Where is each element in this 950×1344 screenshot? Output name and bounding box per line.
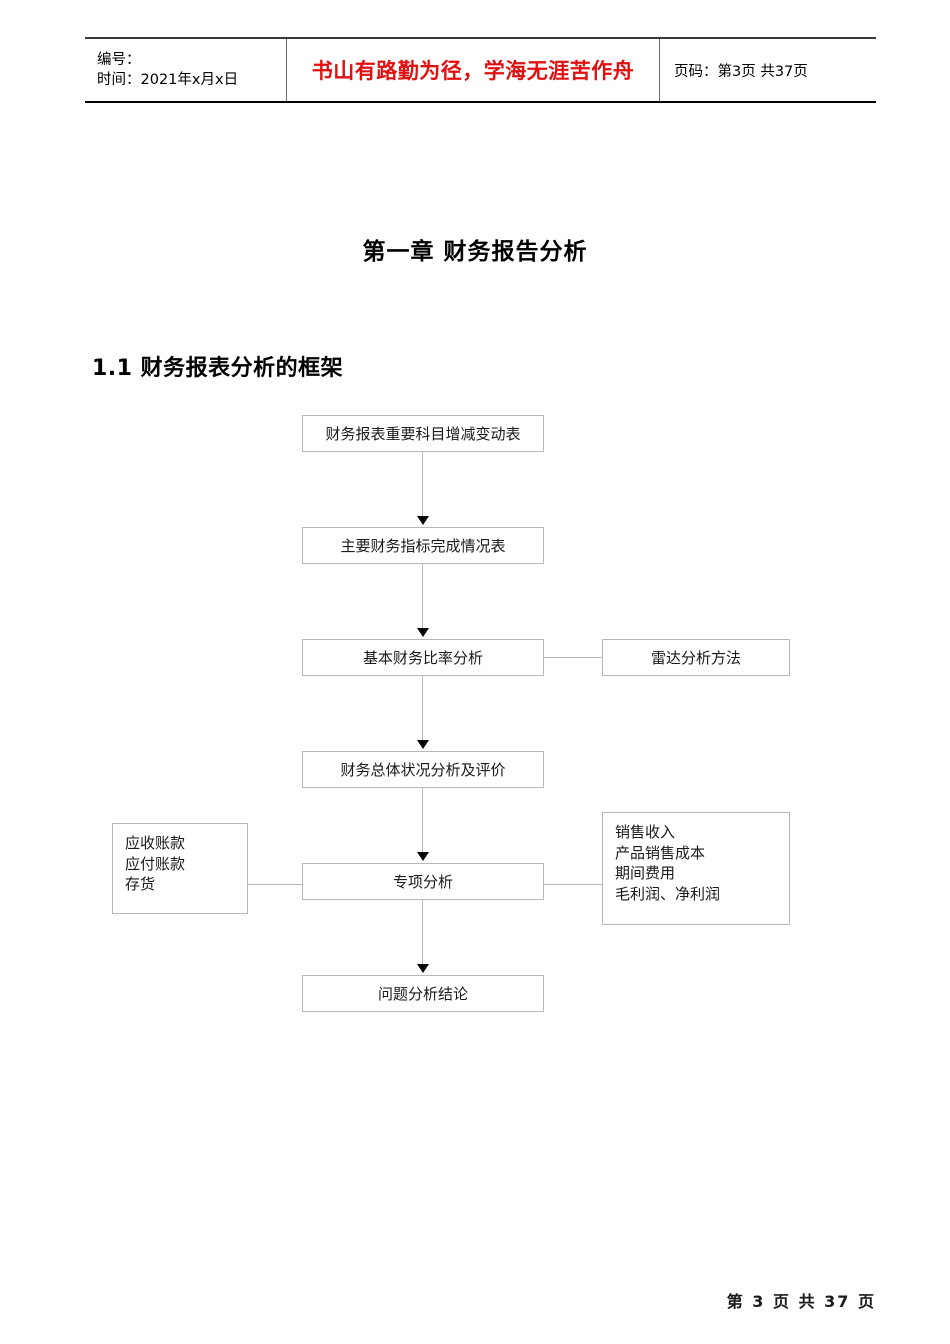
header-motto-text: 书山有路勤为径，学海无涯苦作舟 (311, 58, 635, 83)
list-item: 产品销售成本 (615, 843, 706, 862)
list-item: 应收账款 (125, 834, 186, 852)
flow-node-kpi-table: 主要财务指标完成情况表 (302, 527, 544, 564)
flow-node-conclusion: 问题分析结论 (302, 975, 544, 1012)
header-cell-code-time: 编号： 时间：2021年x月x日 (85, 39, 287, 101)
connector-overall-to-special (422, 788, 423, 854)
flow-node-radar-method: 雷达分析方法 (602, 639, 790, 676)
header-page-indicator: 页码：第3页 共37页 (674, 63, 808, 80)
flow-node-overall-evaluation: 财务总体状况分析及评价 (302, 751, 544, 788)
flow-node-ratio-analysis: 基本财务比率分析 (302, 639, 544, 676)
connector-ratio-to-radar (544, 657, 602, 658)
arrow-down-icon (417, 740, 429, 749)
connector-ratio-to-overall (422, 676, 423, 742)
page-footer: 第 3 页 共 37 页 (726, 1292, 876, 1311)
flow-node-special-analysis: 专项分析 (302, 863, 544, 900)
list-item: 销售收入 (615, 823, 676, 841)
list-item: 毛利润、净利润 (615, 884, 721, 903)
list-item: 期间费用 (615, 864, 676, 882)
flow-node-left-items: 应收账款 应付账款 存货 (112, 823, 248, 914)
list-item: 存货 (125, 875, 156, 893)
chapter-title: 第一章 财务报告分析 (362, 239, 588, 265)
header-time-label: 时间：2021年x月x日 (97, 72, 239, 88)
arrow-down-icon (417, 628, 429, 637)
header-cell-page-number: 页码：第3页 共37页 (660, 39, 876, 101)
connector-special-to-conclusion (422, 900, 423, 966)
arrow-down-icon (417, 516, 429, 525)
connector-left-items-to-special (248, 884, 302, 885)
connector-kpi-to-ratio (422, 564, 423, 630)
connector-special-to-right-items (544, 884, 602, 885)
flow-node-change-table: 财务报表重要科目增减变动表 (302, 415, 544, 452)
arrow-down-icon (417, 852, 429, 861)
list-item: 应付账款 (125, 854, 186, 873)
flow-node-right-items: 销售收入 产品销售成本 期间费用 毛利润、净利润 (602, 812, 790, 925)
page-header-table: 编号： 时间：2021年x月x日 书山有路勤为径，学海无涯苦作舟 页码：第3页 … (85, 37, 876, 103)
connector-change-to-kpi (422, 452, 423, 518)
header-cell-motto: 书山有路勤为径，学海无涯苦作舟 (287, 39, 660, 101)
header-code-label: 编号： (97, 52, 141, 68)
section-title: 1.1 财务报表分析的框架 (92, 356, 344, 381)
arrow-down-icon (417, 964, 429, 973)
framework-flowchart: 财务报表重要科目增减变动表 主要财务指标完成情况表 基本财务比率分析 雷达分析方… (112, 415, 790, 1012)
